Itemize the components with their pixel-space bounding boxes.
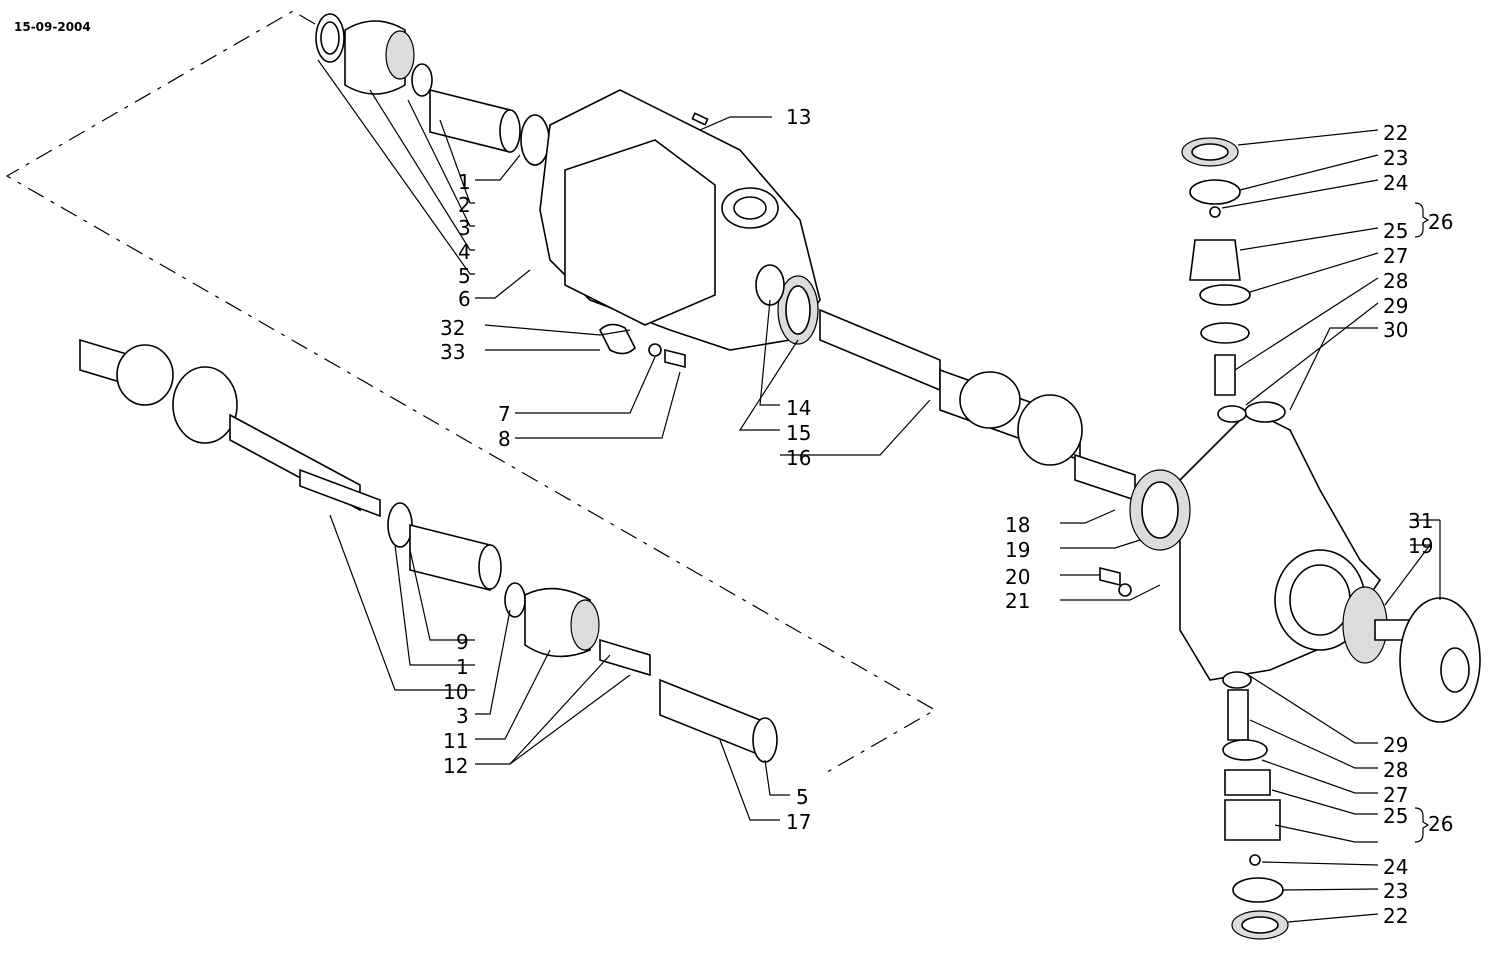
group-boundary	[5, 10, 937, 776]
diagram-date: 15-09-2004	[14, 20, 91, 34]
callout-label: 1	[458, 170, 471, 194]
callout-label: 20	[1005, 565, 1030, 589]
callout-label: 22	[1383, 904, 1408, 928]
callout-label: 17	[786, 810, 811, 834]
callout-label: 16	[786, 446, 811, 470]
upper-kingpin-stack	[1181, 137, 1251, 423]
callout-label: 19	[1005, 538, 1030, 562]
callout-label: 5	[796, 785, 809, 809]
callout-label: 24	[1383, 855, 1408, 879]
callout-label: 21	[1005, 589, 1030, 613]
callout-label: 12	[443, 754, 468, 778]
lower-kingpin-stack	[1222, 671, 1289, 940]
callout-label: 9	[456, 630, 469, 654]
callout-label: 24	[1383, 171, 1408, 195]
callout-label: 11	[443, 729, 468, 753]
callout-label: 19	[1408, 534, 1433, 558]
callout-label: 26	[1428, 210, 1453, 234]
right-drive-shaft	[819, 308, 1136, 502]
leader-lines	[317, 59, 1441, 923]
callout-label: 29	[1383, 294, 1408, 318]
callout-label: 3	[456, 704, 469, 728]
steering-knuckle	[1099, 401, 1481, 723]
callout-label: 28	[1383, 758, 1408, 782]
callout-label: 33	[440, 340, 465, 364]
callout-label: 23	[1383, 146, 1408, 170]
upper-shaft-parts	[315, 13, 550, 166]
callout-label: 25	[1383, 804, 1408, 828]
callout-label: 30	[1383, 318, 1408, 342]
callout-label: 4	[458, 240, 471, 264]
callout-label: 3	[458, 216, 471, 240]
callout-label: 28	[1383, 269, 1408, 293]
axle-housing	[539, 89, 821, 369]
callout-label: 31	[1408, 509, 1433, 533]
callout-label: 7	[498, 402, 511, 426]
left-drive-shaft	[79, 338, 778, 763]
callout-label: 18	[1005, 513, 1030, 537]
callout-label: 10	[443, 680, 468, 704]
callout-label: 23	[1383, 879, 1408, 903]
callout-label: 29	[1383, 733, 1408, 757]
callout-label: 6	[458, 287, 471, 311]
callout-label: 8	[498, 427, 511, 451]
callout-label: 13	[786, 105, 811, 129]
callout-labels: 1312345632337814151622232425272829302631…	[440, 105, 1453, 928]
callout-label: 22	[1383, 121, 1408, 145]
callout-label: 32	[440, 316, 465, 340]
callout-label: 15	[786, 421, 811, 445]
callout-label: 1	[456, 655, 469, 679]
callout-label: 2	[458, 193, 471, 217]
callout-label: 27	[1383, 783, 1408, 807]
callout-label: 25	[1383, 219, 1408, 243]
callout-label: 26	[1428, 812, 1453, 836]
callout-label: 5	[458, 264, 471, 288]
callout-label: 14	[786, 396, 811, 420]
callout-label: 27	[1383, 244, 1408, 268]
